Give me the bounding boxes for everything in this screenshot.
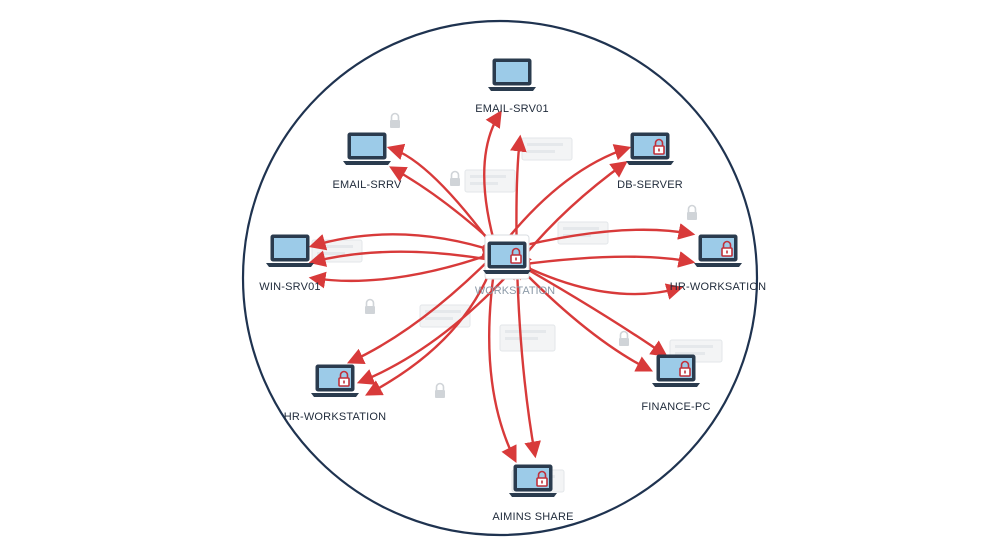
padlock-icon xyxy=(510,247,522,264)
network-boundary-circle xyxy=(241,19,759,537)
padlock-icon xyxy=(653,138,665,155)
laptop-icon xyxy=(509,464,557,497)
faded-padlock-icon xyxy=(687,204,697,220)
connection-arrow-aimins-share xyxy=(486,248,517,464)
faded-padlock-icon xyxy=(450,170,460,186)
node-label: AIMINS SHARE xyxy=(492,511,573,523)
connection-arrow-win-srv01 xyxy=(308,248,501,289)
faded-padlock-icon xyxy=(390,112,400,128)
faded-info-box xyxy=(521,137,573,161)
laptop-icon xyxy=(626,132,674,165)
center-node-workstation[interactable]: WORKSTATION xyxy=(475,234,555,297)
connection-arrows xyxy=(308,110,696,464)
faded-info-box xyxy=(499,324,556,352)
node-hr-worksation[interactable]: HR-WORKSATION xyxy=(670,234,767,293)
laptop-icon xyxy=(483,241,531,274)
faded-info-box xyxy=(419,304,471,328)
node-label: EMAIL-SRV01 xyxy=(475,103,549,115)
laptop-icon xyxy=(652,354,700,387)
center-node-label: WORKSTATION xyxy=(475,285,555,297)
node-label: DB-SERVER xyxy=(617,179,683,191)
node-hr-workstation[interactable]: HR-WORKSTATION xyxy=(284,364,387,423)
faded-padlock-icon xyxy=(435,382,445,398)
laptop-icon xyxy=(343,132,391,165)
laptop-icon xyxy=(311,364,359,397)
laptop-icon xyxy=(266,234,314,267)
node-finance-pc[interactable]: FINANCE-PC xyxy=(641,354,710,413)
laptop-icon xyxy=(694,234,742,267)
node-aimins-share[interactable]: AIMINS SHARE xyxy=(492,464,573,523)
faded-padlock-icon xyxy=(619,330,629,346)
padlock-icon xyxy=(536,470,548,487)
node-email-srrv[interactable]: EMAIL-SRRV xyxy=(332,132,402,191)
node-label: EMAIL-SRRV xyxy=(332,179,401,191)
node-email-srv01[interactable]: EMAIL-SRV01 xyxy=(475,58,549,115)
faded-padlock-icon xyxy=(365,298,375,314)
connection-arrow-email-srrv xyxy=(386,143,499,255)
padlock-icon xyxy=(721,240,733,257)
node-label: HR-WORKSTATION xyxy=(284,411,387,423)
connection-arrow-win-srv01 xyxy=(308,233,501,256)
node-label: HR-WORKSATION xyxy=(670,281,767,293)
laptop-icon xyxy=(488,58,536,91)
padlock-icon xyxy=(338,370,350,387)
faded-info-box xyxy=(464,169,516,193)
node-label: WIN-SRV01 xyxy=(259,281,321,293)
node-db-server[interactable]: DB-SERVER xyxy=(617,132,683,191)
node-label: FINANCE-PC xyxy=(641,401,710,413)
connection-arrow-hr-worksation xyxy=(513,251,696,272)
connection-arrow-finance-pc xyxy=(514,262,654,372)
padlock-icon xyxy=(679,360,691,377)
node-win-srv01[interactable]: WIN-SRV01 xyxy=(259,234,321,293)
